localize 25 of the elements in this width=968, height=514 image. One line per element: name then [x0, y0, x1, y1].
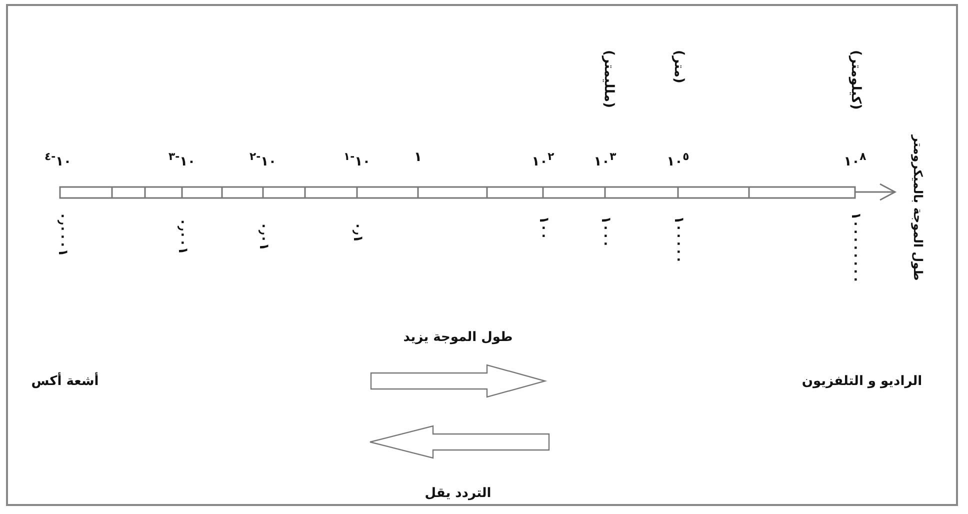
tick-label: ١٠$^{٣}$ — [594, 150, 616, 170]
tick-value: ١٠٠٠٠٠٠٠٠ — [847, 212, 863, 284]
unit-label: (ملليمتر) — [600, 50, 616, 108]
tick-value: ٠٫٠٠٠١ — [54, 212, 70, 257]
tick-value: ١٠٠٠ — [597, 216, 613, 248]
unit-label: (متر) — [670, 50, 686, 84]
spectrum-label: أشعة أكس — [31, 374, 99, 390]
tick-label: ١٠$^{-٤}$ — [44, 150, 72, 170]
arrow-caption: التردد يقل — [424, 486, 492, 502]
tick-value: ١٠٠ — [535, 216, 551, 240]
unit-label: (كيلومتر) — [847, 50, 863, 110]
tick-label: ١٠$^{-٣}$ — [168, 150, 196, 170]
axis-title: طول الموجة بالميكرومتر — [910, 135, 926, 281]
tick-value: ١٠٠٠٠٠ — [670, 216, 686, 264]
arrow-caption: طول الموجة يزيد — [403, 330, 513, 346]
tick-value: ٠٫٠١ — [255, 222, 271, 251]
spectrum-label: الراديو و التلفزيون — [802, 374, 922, 390]
tick-label: ١ — [414, 150, 422, 166]
tick-value: ٠٫١ — [349, 222, 365, 243]
tick-label: ١٠$^{-٢}$ — [250, 150, 276, 170]
tick-value: ٠٫٠٠١ — [174, 218, 190, 255]
tick-label: ١٠$^{٢}$ — [532, 150, 554, 170]
tick-label: ١٠$^{٨}$ — [844, 150, 866, 170]
tick-label: ١٠$^{٥}$ — [666, 150, 690, 170]
tick-label: ١٠$^{-١}$ — [344, 150, 370, 170]
